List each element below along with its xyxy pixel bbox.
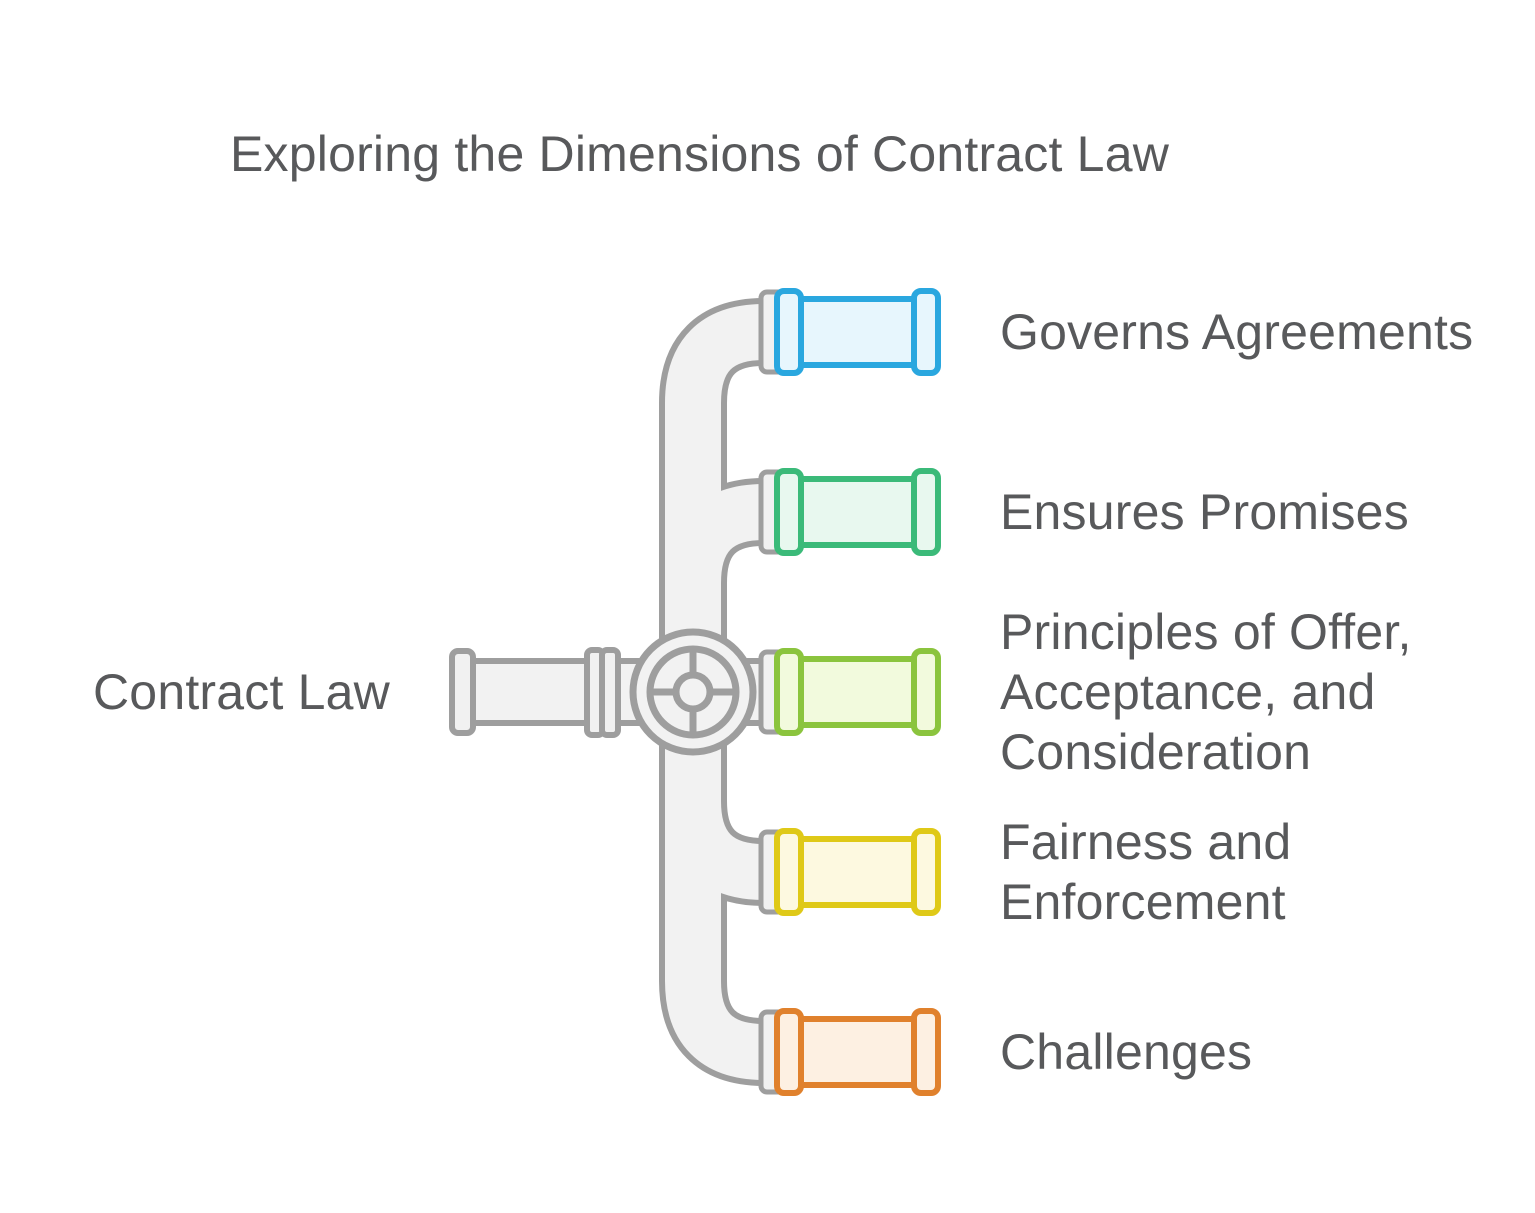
- feed-end-flange: [449, 648, 476, 736]
- pipe-flange-left: [774, 288, 804, 376]
- branch-pipe-2: [758, 468, 941, 556]
- pipe-flange-right: [911, 288, 941, 376]
- branch-label-2: Ensures Promises: [1000, 484, 1409, 540]
- pipe-body: [796, 836, 921, 908]
- branch-curve-5-fill: [665, 692, 770, 1080]
- pipe-flange-left: [774, 648, 804, 736]
- pipe-body: [796, 1016, 921, 1088]
- pipe-flange-right: [911, 468, 941, 556]
- valve-hub: [672, 671, 714, 713]
- pipe-flange-left: [774, 468, 804, 556]
- pipe-body: [796, 476, 921, 548]
- valve-wheel-icon: [629, 628, 757, 756]
- branch-pipe-4: [758, 828, 941, 916]
- pipe-body: [796, 656, 921, 728]
- branch-curve-1-fill: [665, 304, 770, 692]
- pipe-flange-right: [911, 828, 941, 916]
- branch-pipe-1: [758, 288, 941, 376]
- root-label: Contract Law: [93, 664, 390, 720]
- branch-label-1: Governs Agreements: [1000, 304, 1474, 360]
- branch-label-4: Fairness and Enforcement: [1000, 814, 1292, 930]
- pipe-body: [796, 296, 921, 368]
- branch-curve-2-fill: [665, 484, 770, 692]
- branch-label-3: Principles of Offer, Acceptance, and Con…: [1000, 604, 1412, 780]
- pipe-flange-left: [774, 828, 804, 916]
- branch-curve-4-fill: [665, 692, 770, 900]
- branch-label-5: Challenges: [1000, 1024, 1253, 1080]
- branch-pipe-3: [758, 648, 941, 736]
- pipe-flange-right: [911, 648, 941, 736]
- feed-coupling-ring-2: [599, 647, 621, 738]
- page-title: Exploring the Dimensions of Contract Law: [230, 126, 1170, 182]
- branch-pipe-5: [758, 1008, 941, 1096]
- pipe-flange-right: [911, 1008, 941, 1096]
- pipe-flange-left: [774, 1008, 804, 1096]
